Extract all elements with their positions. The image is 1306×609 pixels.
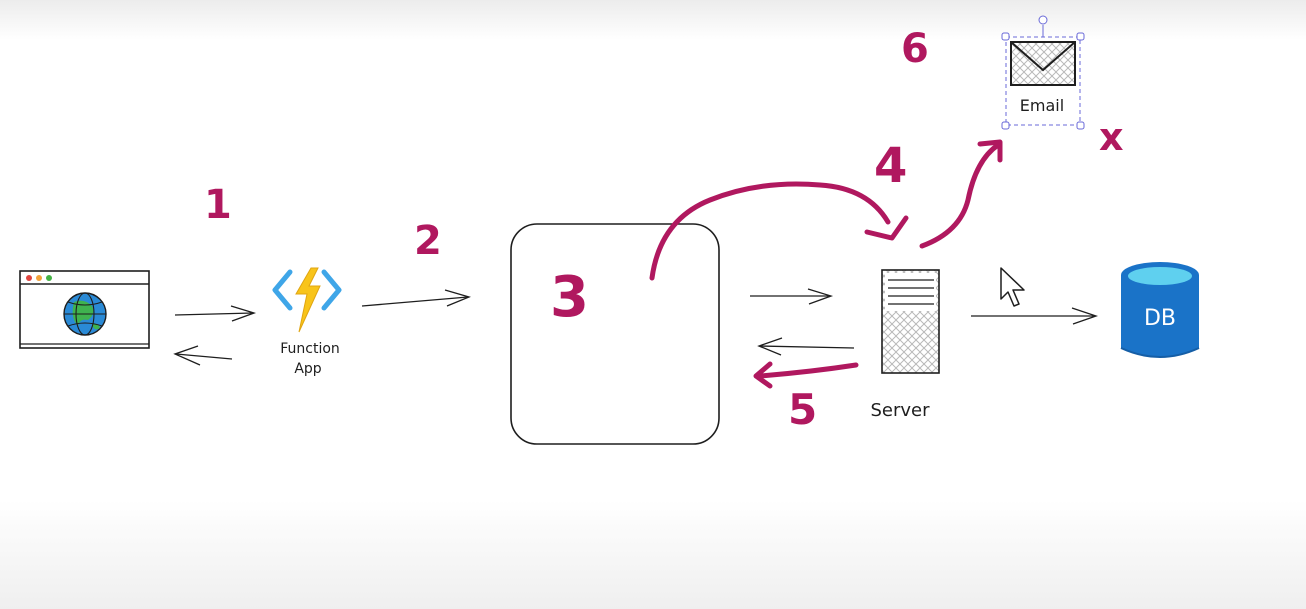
step-2-label: 2	[414, 218, 442, 264]
email-selection[interactable]	[1001, 15, 1085, 130]
server-label: Server	[870, 400, 930, 421]
arrow-function-to-box	[361, 289, 471, 307]
browser-window-icon[interactable]	[19, 270, 150, 349]
arrow-server-to-box	[757, 337, 855, 356]
annotation-arrow-server-to-box	[753, 361, 859, 389]
annotation-curve-server-to-email	[919, 139, 1003, 249]
resize-handle-tl[interactable]	[1001, 32, 1010, 41]
processing-box[interactable]	[510, 223, 720, 445]
step-1-label: 1	[204, 182, 232, 228]
arrow-browser-to-function	[174, 305, 257, 322]
close-dot-icon	[26, 275, 32, 281]
function-app-label: Function	[280, 341, 340, 357]
step-4-label: 4	[874, 138, 907, 194]
maximize-dot-icon	[46, 275, 52, 281]
server-icon[interactable]	[881, 269, 940, 374]
cross-mark: x	[1099, 115, 1124, 159]
globe-icon	[63, 292, 107, 336]
annotation-curve-box-to-server	[649, 181, 909, 281]
resize-handle-br[interactable]	[1076, 121, 1085, 130]
step-3-label: 3	[550, 265, 589, 330]
email-label: Email	[1020, 96, 1064, 115]
step-5-label: 5	[788, 385, 817, 434]
resize-handle-tr[interactable]	[1076, 32, 1085, 41]
resize-handle-bl[interactable]	[1001, 121, 1010, 130]
mouse-cursor-icon	[1000, 267, 1025, 307]
minimize-dot-icon	[36, 275, 42, 281]
database-icon[interactable]	[1120, 262, 1200, 358]
envelope-icon[interactable]	[1010, 41, 1076, 86]
azure-function-icon[interactable]	[272, 267, 342, 333]
step-6-label: 6	[901, 26, 929, 72]
arrow-function-to-browser	[173, 345, 233, 366]
arrow-box-to-server	[750, 288, 834, 305]
rotate-handle[interactable]	[1038, 15, 1048, 25]
arrow-server-to-db	[971, 307, 1099, 325]
database-label: DB	[1144, 306, 1176, 331]
function-app-label-2: App	[294, 361, 321, 377]
